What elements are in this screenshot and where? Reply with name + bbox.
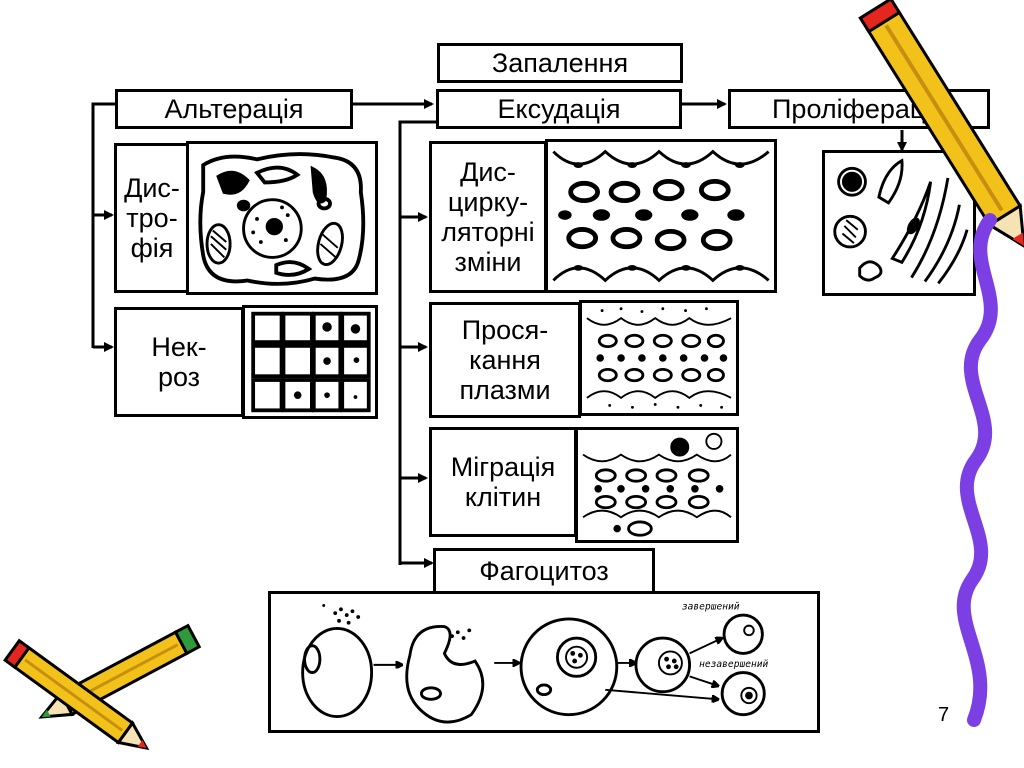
dystrophy-label: Дис- тро- фія xyxy=(124,172,180,264)
alteration-label: Альтерація xyxy=(164,93,304,124)
exudation-label: Ексудація xyxy=(497,93,621,124)
discirculatory-illustration xyxy=(545,139,777,293)
proliferation-illustration xyxy=(822,150,976,296)
page-number: 7 xyxy=(938,704,950,726)
cell-migration-box: Міграція клітин xyxy=(429,427,577,537)
inflammation-label: Запалення xyxy=(491,47,629,78)
plasma-leakage-label: Прося- кання плазми xyxy=(459,314,551,406)
discirculatory-label: Дис- цирку- ляторні зміни xyxy=(441,156,535,278)
red-pencil-icon xyxy=(3,638,150,751)
discirculatory-box: Дис- цирку- ляторні зміни xyxy=(429,141,547,293)
pencil-ribbon-decoration xyxy=(858,0,1024,727)
necrosis-label: Нек- роз xyxy=(151,331,207,392)
cell-migration-label: Міграція клітин xyxy=(450,451,556,512)
pencils-decoration xyxy=(3,623,202,751)
necrosis-box: Нек- роз xyxy=(114,307,244,417)
cell-migration-illustration xyxy=(575,427,739,543)
dystrophy-illustration xyxy=(186,141,378,295)
alteration-box: Альтерація xyxy=(115,89,353,129)
phagocytosis-completed-note: завершений xyxy=(682,601,740,612)
inflammation-box: Запалення xyxy=(437,43,683,83)
phagocytosis-illustration: завершений незавершений xyxy=(268,591,820,733)
phagocytosis-label: Фагоцитоз xyxy=(479,555,609,586)
plasma-leakage-illustration xyxy=(579,300,739,416)
purple-ribbon-icon xyxy=(956,213,998,727)
phagocytosis-box: Фагоцитоз xyxy=(433,548,655,594)
necrosis-illustration xyxy=(242,305,378,419)
yellow-pencil-icon xyxy=(858,0,1024,249)
plasma-leakage-box: Прося- кання плазми xyxy=(429,302,581,418)
phagocytosis-incomplete-note: незавершений xyxy=(699,659,768,670)
exudation-box: Ексудація xyxy=(436,89,682,129)
dystrophy-box: Дис- тро- фія xyxy=(114,143,190,293)
